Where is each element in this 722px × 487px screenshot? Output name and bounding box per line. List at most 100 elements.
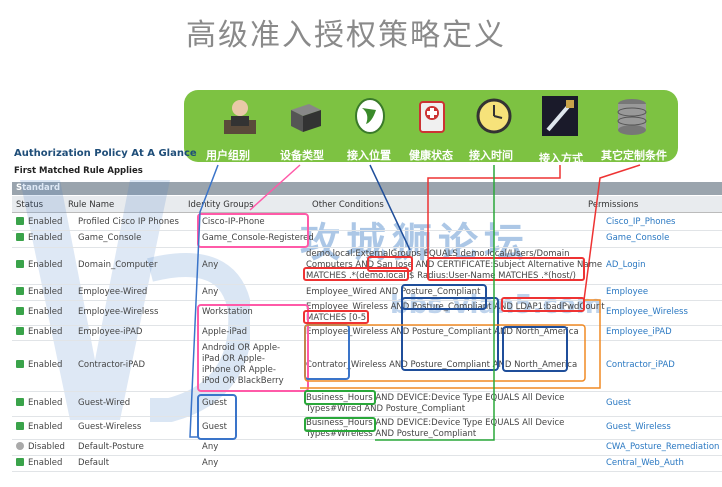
other-conditions[interactable]: Business_Hours AND DEVICE:Device Type EQ…: [306, 393, 564, 415]
identity-group-line: Cisco-IP-Phone: [202, 216, 265, 227]
status-text: Enabled: [28, 216, 63, 227]
status-cell: Enabled: [16, 307, 62, 318]
identity-group-line: Workstation: [202, 307, 253, 317]
other-conditions[interactable]: Employee_Wireless AND Posture_Compliant …: [306, 302, 605, 324]
enabled-check-icon: [16, 360, 24, 368]
permission-link[interactable]: Contractor_iPAD: [606, 360, 675, 370]
rule-name[interactable]: Employee-iPAD: [78, 327, 143, 337]
enabled-check-icon: [16, 422, 24, 430]
rule-name[interactable]: Default-Posture: [78, 441, 144, 452]
identity-group[interactable]: Workstation: [202, 307, 253, 318]
rule-name[interactable]: Guest-Wired: [78, 398, 131, 408]
status-text: Enabled: [28, 398, 63, 408]
permission-link[interactable]: AD_Login: [606, 260, 646, 270]
table-row[interactable]: [12, 455, 722, 472]
condition-line: Contrator_Wireless AND Posture_Compliant…: [306, 360, 578, 370]
condition-line: Employee_Wireless AND Posture_Compliant …: [306, 302, 605, 312]
rule-name[interactable]: Game_Console: [78, 233, 142, 243]
banner-label-custom: 其它定制条件: [601, 149, 667, 162]
condition-line: Types#Wired AND Posture_Compliant: [306, 404, 466, 414]
section-standard: Standard: [12, 182, 722, 195]
rule-name[interactable]: Domain_Computer: [78, 260, 158, 270]
condition-line: MATCHES .*(demo.local)$ Radius:User-Name…: [306, 271, 576, 281]
table-row[interactable]: [12, 416, 722, 440]
permission-link[interactable]: Employee_Wireless: [606, 307, 688, 317]
column-permissions[interactable]: Permissions: [588, 200, 639, 210]
identity-group-line: Guest: [202, 398, 227, 408]
status-cell: Enabled: [16, 457, 62, 469]
status-cell: Enabled: [16, 422, 62, 433]
permission-link[interactable]: Central_Web_Auth: [606, 457, 684, 468]
identity-group[interactable]: Guest: [202, 398, 227, 409]
condition-line: Types#Wireless AND Posture_Compliant: [306, 429, 477, 439]
condition-line: Business_Hours AND DEVICE:Device Type EQ…: [306, 393, 565, 403]
rule-name[interactable]: Employee-Wired: [78, 286, 148, 297]
identity-group-line: Any: [202, 286, 219, 297]
health-cross-icon: [414, 96, 450, 136]
identity-group-line: iPod OR BlackBerry: [202, 376, 284, 386]
server-device-icon: [287, 96, 323, 136]
other-conditions[interactable]: Business_Hours AND DEVICE:Device Type EQ…: [306, 418, 564, 440]
identity-group[interactable]: Any: [202, 458, 218, 469]
permission-link[interactable]: Guest: [606, 398, 631, 408]
enabled-check-icon: [16, 233, 24, 241]
condition-line: Employee_Wired AND Posture_Compliant: [306, 286, 481, 297]
other-conditions[interactable]: demo.local:ExternalGroups EQUALS demo.lo…: [306, 249, 602, 282]
identity-group[interactable]: Guest: [202, 422, 227, 433]
banner-label-health: 健康状态: [409, 149, 453, 162]
column-other-conditions[interactable]: Other Conditions: [312, 200, 384, 210]
table-row[interactable]: [12, 325, 722, 341]
enabled-check-icon: [16, 398, 24, 406]
policy-subheading: First Matched Rule Applies: [14, 166, 143, 176]
enabled-check-icon: [16, 216, 24, 225]
watermark-url: bbs.vlan5.com: [390, 290, 603, 320]
rule-name[interactable]: Employee-Wireless: [78, 307, 159, 317]
table-row[interactable]: [12, 391, 722, 417]
identity-group[interactable]: Apple-iPad: [202, 327, 247, 338]
permission-link[interactable]: Game_Console: [606, 233, 670, 243]
other-conditions[interactable]: Contrator_Wireless AND Posture_Compliant…: [306, 360, 577, 371]
permission-link[interactable]: Cisco_IP_Phones: [606, 216, 676, 227]
column-identity-groups[interactable]: Identity Groups: [188, 200, 254, 210]
column-status[interactable]: Status: [16, 200, 43, 210]
other-conditions[interactable]: Employee_Wired AND Posture_Compliant: [306, 287, 480, 298]
rule-name[interactable]: Guest-Wireless: [78, 422, 142, 432]
identity-group-line: Any: [202, 441, 219, 452]
identity-group[interactable]: Any: [202, 442, 218, 453]
rule-name[interactable]: Default: [78, 457, 110, 468]
rule-name[interactable]: Contractor-iPAD: [78, 360, 146, 370]
status-cell: Enabled: [16, 327, 62, 338]
permission-link[interactable]: Employee_iPAD: [606, 327, 672, 337]
table-header: [12, 196, 722, 213]
other-conditions[interactable]: Employee_Wireless AND Posture_Compliant …: [306, 327, 579, 338]
clock-icon: [476, 96, 512, 136]
table-row[interactable]: [12, 214, 722, 231]
condition-line: demo.local:ExternalGroups EQUALS demo.lo…: [306, 249, 570, 259]
column-rule-name[interactable]: Rule Name: [68, 200, 115, 210]
table-row[interactable]: [12, 247, 722, 285]
banner-label-time: 接入时间: [469, 149, 513, 162]
status-cell: Enabled: [16, 260, 62, 271]
status-text: Disabled: [28, 441, 65, 452]
status-text: Enabled: [28, 307, 63, 317]
identity-group[interactable]: Any: [202, 260, 218, 271]
status-cell: Enabled: [16, 360, 62, 371]
identity-group[interactable]: Any: [202, 287, 218, 298]
condition-line: Business_Hours AND DEVICE:Device Type EQ…: [306, 418, 565, 428]
rule-name[interactable]: Profiled Cisco IP Phones: [78, 216, 179, 227]
banner-label-access-method: 接入方式: [539, 152, 583, 165]
table-row[interactable]: [12, 284, 722, 301]
identity-group-line: iPhone OR Apple-: [202, 365, 276, 375]
identity-group[interactable]: Android OR Apple-iPad OR Apple-iPhone OR…: [202, 343, 284, 387]
status-text: Enabled: [28, 260, 63, 270]
identity-group[interactable]: Game_Console-Registered: [202, 233, 314, 244]
permission-link[interactable]: CWA_Posture_Remediation: [606, 441, 720, 452]
permission-link[interactable]: Guest_Wireless: [606, 422, 671, 432]
permission-link[interactable]: Employee: [606, 286, 649, 297]
table-row[interactable]: [12, 230, 722, 248]
condition-line: Computers AND San Jose AND CERTIFICATE:S…: [306, 260, 603, 270]
status-text: Enabled: [28, 327, 63, 337]
identity-group[interactable]: Cisco-IP-Phone: [202, 217, 265, 228]
table-row[interactable]: [12, 439, 722, 456]
enabled-check-icon: [16, 307, 24, 315]
